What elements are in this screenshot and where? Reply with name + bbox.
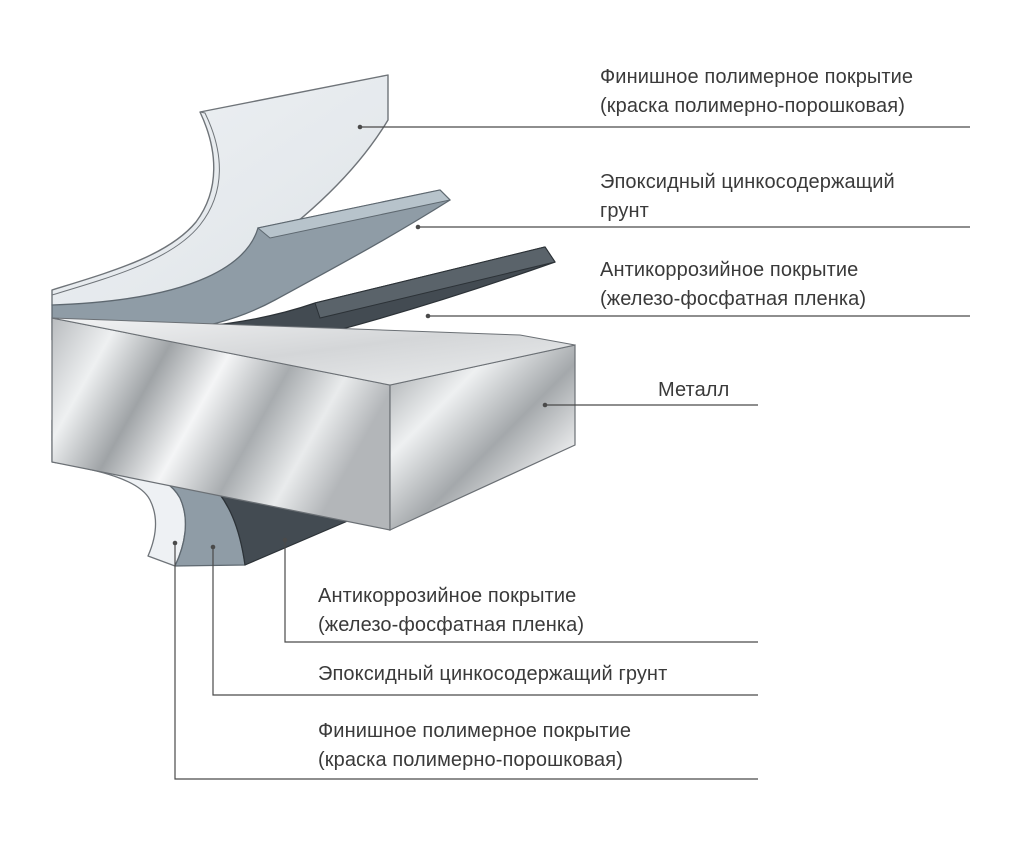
label-metal: Металл [658,379,730,401]
label-top-primer-line2: грунт [600,200,649,222]
label-top-finish-line1: Финишное полимерное покрытие [600,66,914,88]
label-top-anticorrosion-line1: Антикоррозийное покрытие [600,259,859,281]
label-bottom-finish-line2: (краска полимерно-порошковая) [318,749,623,771]
label-top-primer: Эпоксидный цинкосодержащий грунт [600,168,895,226]
label-bottom-anticorrosion-line2: (железо-фосфатная пленка) [318,614,585,636]
label-bottom-finish-coat: Финишное полимерное покрытие (краска пол… [318,717,631,775]
label-bottom-anticorrosion-line1: Антикоррозийное покрытие [318,585,577,607]
label-top-anticorrosion-line2: (железо-фосфатная пленка) [600,288,867,310]
label-bottom-finish-line1: Финишное полимерное покрытие [318,720,632,742]
label-top-finish-coat: Финишное полимерное покрытие (краска пол… [600,63,913,121]
label-top-finish-line2: (краска полимерно-порошковая) [600,95,905,117]
leader-lines [172,124,970,780]
label-top-anticorrosion: Антикоррозийное покрытие (железо-фосфатн… [600,256,866,314]
label-bottom-primer: Эпоксидный цинкосодержащий грунт [318,663,668,685]
metal-block [51,317,576,531]
label-top-primer-line1: Эпоксидный цинкосодержащий [600,171,895,193]
label-bottom-anticorrosion: Антикоррозийное покрытие (железо-фосфатн… [318,582,584,640]
